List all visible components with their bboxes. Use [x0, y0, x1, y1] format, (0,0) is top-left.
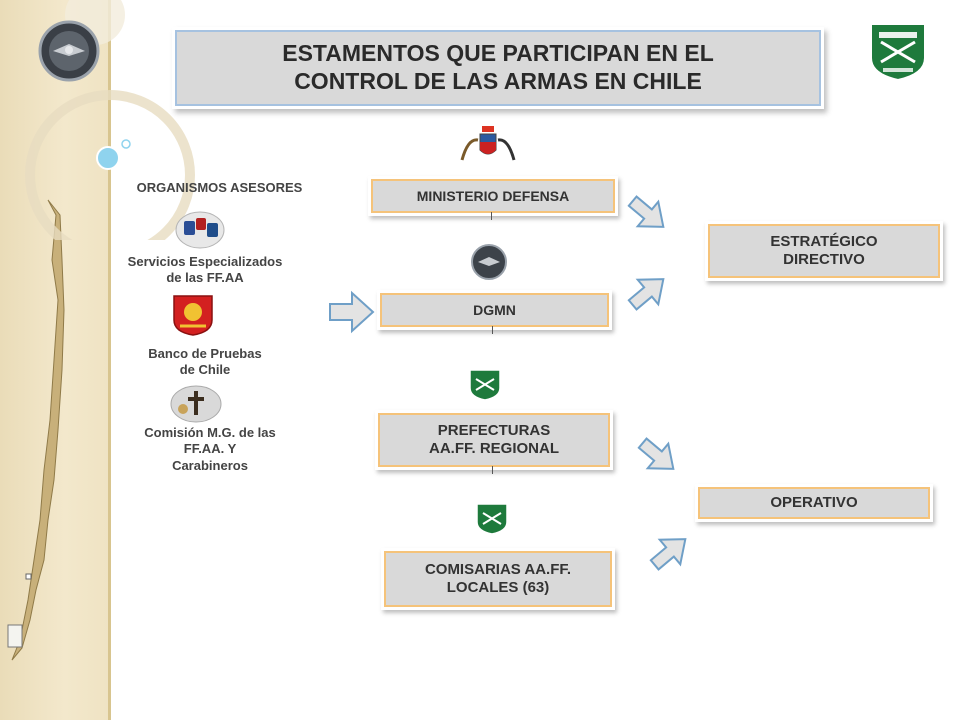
level-dgmn: DGMN	[380, 293, 609, 327]
proof-bank-emblem-icon	[173, 295, 213, 336]
commission-emblem-icon	[170, 385, 222, 423]
advisory-item-services: Servicios Especializados de las FF.AA	[127, 254, 283, 286]
dgmn-small-emblem-icon	[471, 244, 507, 280]
level-comisarias: COMISARIAS AA.FF. LOCALES (63)	[384, 551, 612, 607]
level-ministerio-defensa: MINISTERIO DEFENSA	[371, 179, 615, 213]
prefecturas-to-operative-arrow	[637, 437, 675, 470]
advisory-item-proof-bank: Banco de Pruebas de Chile	[148, 346, 262, 378]
ministry-to-strategic-arrow	[627, 195, 665, 228]
level-prefecturas: PREFECTURAS AA.FF. REGIONAL	[378, 413, 610, 467]
advisory-heading: ORGANISMOS ASESORES	[136, 180, 303, 195]
dgmn-to-strategic-arrow	[627, 278, 665, 311]
category-strategic: ESTRATÉGICO DIRECTIVO	[708, 224, 940, 278]
advisory-item-commission: Comisión M.G. de las FF.AA. Y Carabinero…	[144, 425, 276, 473]
connector-dgmn	[492, 326, 493, 334]
category-operative: OPERATIVO	[698, 487, 930, 519]
page-title: ESTAMENTOS QUE PARTICIPAN EN EL CONTROL …	[175, 30, 821, 106]
advisory-to-dgmn-arrow	[329, 290, 375, 334]
connector-ministry	[491, 212, 492, 220]
carabineros-small-shield-icon	[469, 369, 501, 401]
chile-coat-of-arms-icon	[460, 126, 516, 161]
carabineros-small-shield-2-icon	[476, 503, 508, 535]
armed-forces-services-icon	[175, 211, 225, 249]
comisarias-to-operative-arrow	[649, 538, 687, 571]
carabineros-shield-icon	[870, 23, 926, 82]
dgmn-emblem-icon	[38, 20, 100, 82]
sidebar-decoration	[0, 0, 111, 720]
connector-prefecturas	[492, 466, 493, 474]
